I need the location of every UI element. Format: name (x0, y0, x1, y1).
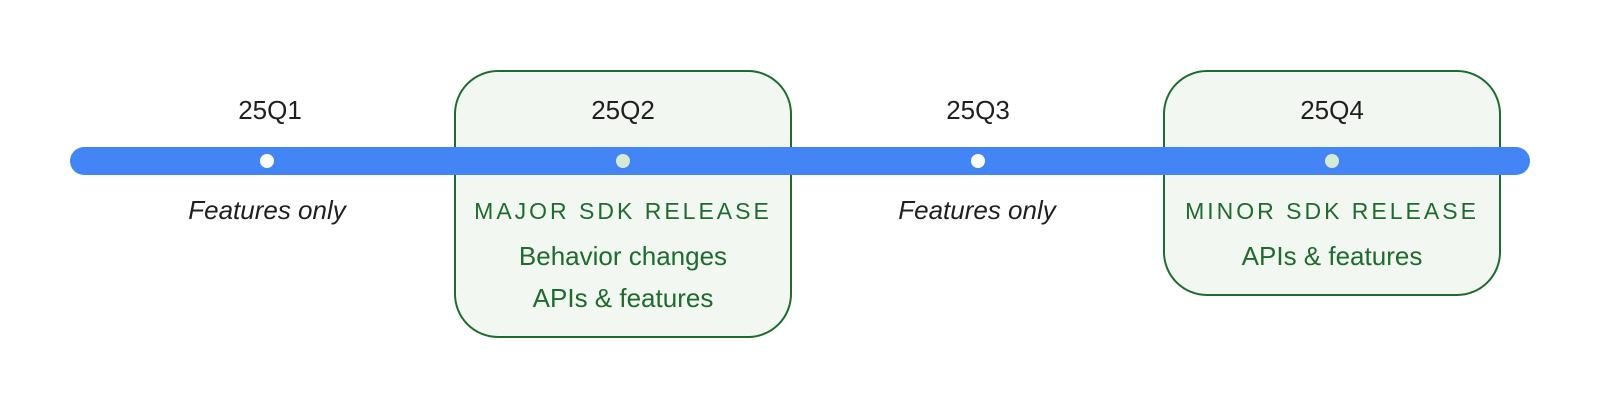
timeline-dot-25q2 (616, 154, 630, 168)
timeline-dot-25q4 (1325, 154, 1339, 168)
note-25q3: Features only (898, 195, 1056, 225)
minor-release-title: MINOR SDK RELEASE (1185, 198, 1479, 224)
timeline-dot-25q3 (971, 154, 985, 168)
timeline-bar (70, 147, 1530, 175)
timeline-dot-25q1 (260, 154, 274, 168)
major-release-line-2: APIs & features (532, 283, 714, 313)
major-release-line-1: Behavior changes (518, 241, 728, 271)
minor-release-box (1163, 70, 1501, 296)
major-release-title: MAJOR SDK RELEASE (474, 198, 772, 224)
minor-release-line-1: APIs & features (1241, 241, 1423, 271)
quarter-label-25q4: 25Q4 (1300, 95, 1364, 125)
major-release-box (454, 70, 792, 338)
quarter-label-25q3: 25Q3 (946, 95, 1010, 125)
quarter-label-25q1: 25Q1 (238, 95, 302, 125)
quarter-label-25q2: 25Q2 (591, 95, 655, 125)
note-25q1: Features only (188, 195, 346, 225)
